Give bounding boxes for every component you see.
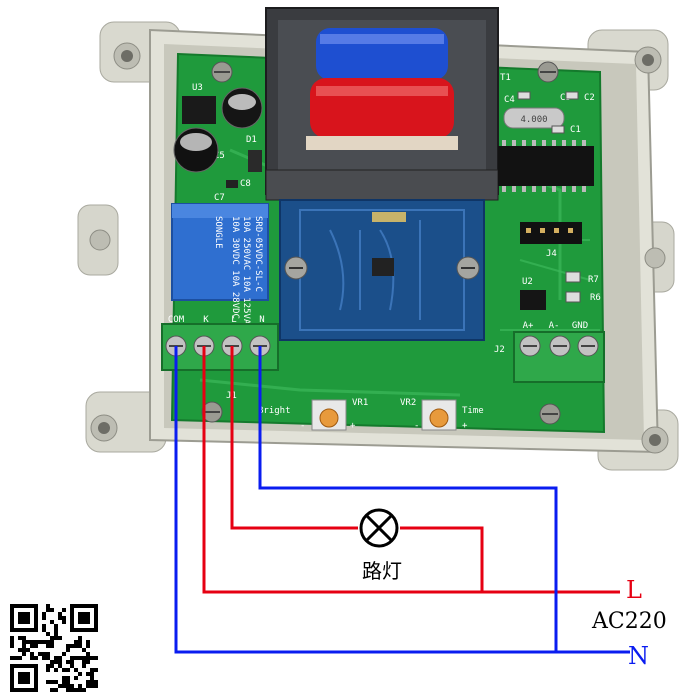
lamp-label: 路灯 [362,559,402,583]
wire-n [258,346,558,652]
logic-components: 4.000 [498,91,594,310]
time-minus: - [414,421,419,431]
qr-code [8,602,100,694]
ref-label: U2 [522,277,533,287]
terminal-block-sensor: A+ A- GND [513,321,605,383]
wire-lamp-right [400,526,484,592]
terminal-label-n: N [259,315,264,325]
wire-com [174,346,630,654]
vr1-label: VR1 [352,398,368,408]
bright-plus: + [350,421,356,431]
power-components [173,87,263,188]
ref-label: C1 [570,125,581,135]
mounting-holes [89,42,669,454]
bright-minus: - [300,421,305,431]
ref-label: D1 [246,135,257,145]
wiring-diagram [174,346,630,654]
ref-label: U3 [192,83,203,93]
terminal-label-l: L [231,315,236,325]
time-plus: + [462,421,468,431]
ref-label: C3 [560,93,571,103]
wire-lamp-left [230,346,358,530]
ref-label: C2 [584,93,595,103]
ref-label: C7 [214,193,225,203]
ref-label: J2 [494,345,505,355]
knob-label-time: Time [462,406,484,416]
supply-label: AC220 [591,609,667,634]
ref-label: R6 [590,293,601,303]
ref-label: C8 [240,179,251,189]
line-label: L [626,576,642,604]
relay: SRD-05VDC-SL-C 10A 250VAC 10A 125VAC 10A… [171,203,269,330]
potentiometer-time: Time VR2 - + [400,398,484,431]
ref-label: C4 [504,95,515,105]
knob-label-bright: Bright [258,406,291,416]
relay-text: 10A 250VAC 10A 125VAC [241,216,251,330]
ref-label: J4 [546,249,557,259]
daughter-board [279,199,485,341]
terminal-label-a-plus: A+ [523,321,534,331]
vr2-label: VR2 [400,398,416,408]
relay-text: 10A 30VDC 10A 28VDC [230,216,240,319]
relay-text: SONGLE [213,216,223,249]
ref-label: T1 [500,73,511,83]
terminal-label-a-minus: A- [549,321,560,331]
transformer [265,7,499,201]
potentiometer-bright: Bright VR1 - + [258,398,368,431]
relay-text: SRD-05VDC-SL-C [253,216,263,292]
ref-label: R7 [588,275,599,285]
terminal-label-k: K [203,315,209,325]
ref-label: C5 [214,151,225,161]
terminal-label-com: COM [168,315,185,325]
lamp-icon [359,508,399,548]
crystal-label: 4.000 [520,115,547,125]
terminal-label-gnd: GND [572,321,588,331]
neutral-label: N [628,642,649,670]
